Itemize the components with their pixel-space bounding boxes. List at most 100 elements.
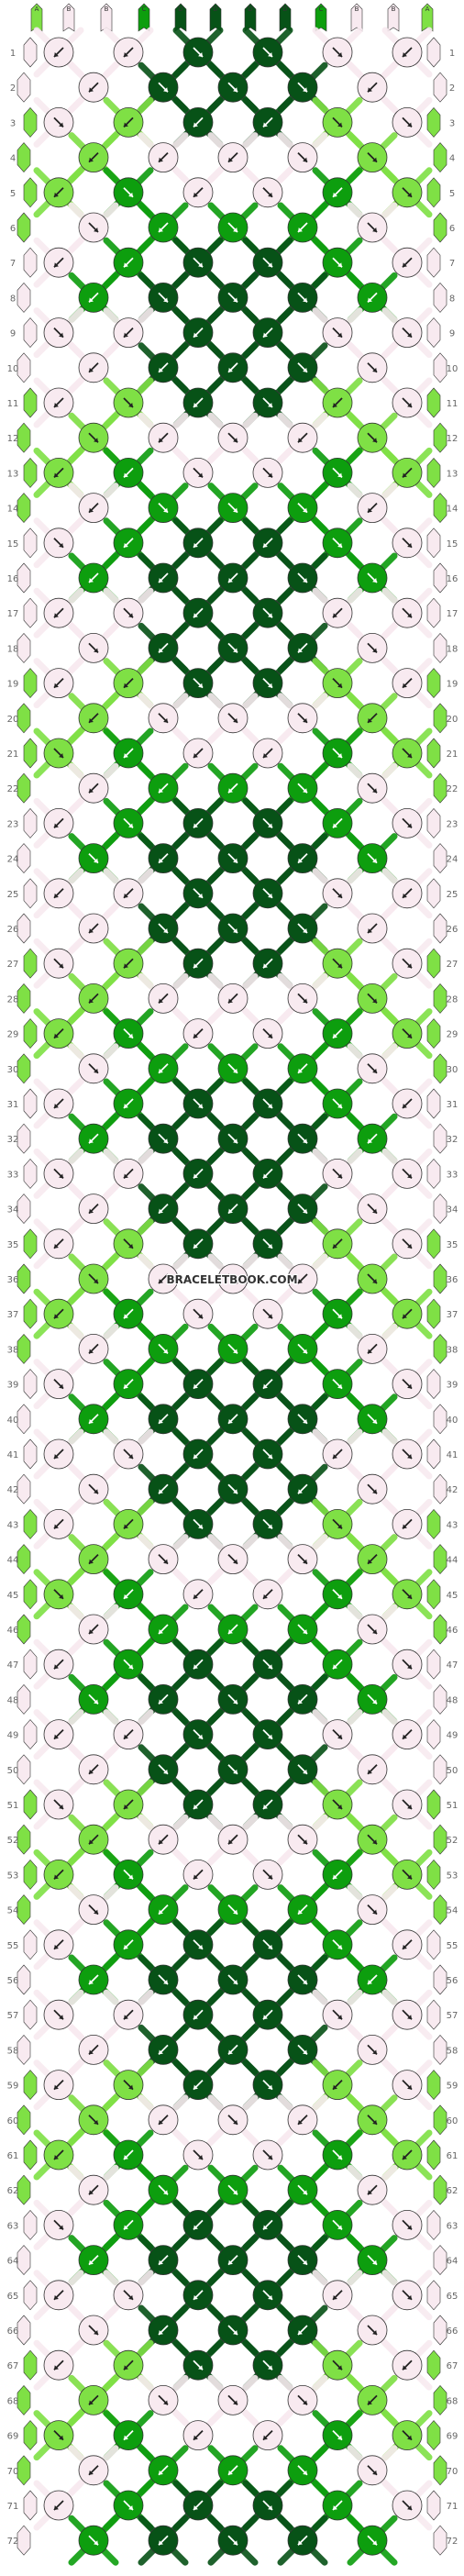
edge-thread-right <box>426 668 441 699</box>
edge-thread-left <box>23 1158 38 1189</box>
row-number-left: 71 <box>7 2502 19 2512</box>
edge-thread-right <box>433 632 447 663</box>
row-number-right: 5 <box>449 189 455 199</box>
row-number-left: 23 <box>7 819 19 829</box>
edge-thread-left <box>17 1263 31 1294</box>
edge-thread-left <box>17 282 31 313</box>
edge-thread-left <box>17 2034 31 2065</box>
edge-thread-left <box>17 1123 31 1154</box>
row-number-right: 27 <box>447 960 458 970</box>
edge-thread-right <box>426 2139 441 2171</box>
row-number-right: 3 <box>449 118 455 128</box>
row-number-left: 47 <box>7 1660 19 1671</box>
row-number-left: 35 <box>7 1240 19 1250</box>
row-number-right: 49 <box>447 1731 458 1741</box>
row-number-right: 39 <box>447 1381 458 1391</box>
string-letter-5: D <box>178 6 182 13</box>
edge-thread-right <box>426 527 441 559</box>
edge-thread-right <box>426 106 441 138</box>
edge-thread-left <box>17 772 31 804</box>
row-number-left: 54 <box>7 1906 19 1916</box>
row-number-left: 7 <box>10 259 16 269</box>
string-letter-1: A <box>35 6 39 13</box>
row-number-right: 59 <box>447 2082 458 2092</box>
edge-thread-left <box>23 1929 38 1960</box>
row-number-left: 46 <box>7 1626 19 1636</box>
knot <box>381 167 433 218</box>
edge-thread-right <box>426 177 441 208</box>
edge-thread-left <box>23 37 38 68</box>
edge-thread-right <box>426 387 441 418</box>
row-number-right: 17 <box>447 609 458 619</box>
edge-thread-right <box>433 72 447 103</box>
edge-thread-right <box>426 247 441 278</box>
knot <box>33 237 84 288</box>
row-number-right: 71 <box>447 2502 458 2512</box>
edge-thread-right <box>433 2455 447 2486</box>
edge-thread-left <box>23 527 38 559</box>
row-number-left: 36 <box>7 1275 19 1285</box>
string-start-7 <box>244 3 257 32</box>
row-number-left: 33 <box>7 1170 19 1180</box>
string-letter-4: C <box>142 6 147 13</box>
row-number-left: 8 <box>10 294 16 304</box>
row-number-left: 37 <box>7 1310 19 1320</box>
knot <box>172 1919 224 1971</box>
edge-thread-right <box>433 142 447 173</box>
row-number-left: 48 <box>7 1695 19 1705</box>
edge-thread-right <box>426 807 441 838</box>
row-number-left: 22 <box>7 784 19 794</box>
row-number-right: 68 <box>447 2396 458 2406</box>
knot <box>103 1148 154 1199</box>
row-number-right: 20 <box>447 715 458 725</box>
knot <box>207 61 259 113</box>
row-number-right: 52 <box>447 1836 458 1846</box>
row-number-left: 28 <box>7 994 19 1005</box>
edge-thread-right <box>426 457 441 488</box>
row-number-left: 65 <box>7 2292 19 2302</box>
row-number-right: 45 <box>447 1591 458 1601</box>
row-number-left: 38 <box>7 1345 19 1355</box>
row-number-right: 56 <box>447 1976 458 1986</box>
knot <box>33 167 84 218</box>
edge-thread-left <box>17 212 31 243</box>
row-number-left: 19 <box>7 680 19 690</box>
string-letter-8: D <box>282 6 287 13</box>
knot <box>277 1043 328 1094</box>
row-number-left: 69 <box>7 2432 19 2442</box>
edge-thread-left <box>23 2349 38 2381</box>
row-number-right: 55 <box>447 1941 458 1951</box>
edge-thread-left <box>23 317 38 349</box>
row-number-left: 61 <box>7 2151 19 2161</box>
edge-thread-left <box>17 1404 31 1435</box>
row-number-right: 33 <box>447 1170 458 1180</box>
row-number-right: 21 <box>447 749 458 760</box>
knot <box>33 1148 84 1199</box>
string-start-12 <box>421 3 434 32</box>
string-letter-11: B <box>392 6 396 13</box>
edge-thread-left <box>23 2209 38 2240</box>
edge-thread-left <box>17 1824 31 1855</box>
edge-thread-left <box>17 703 31 734</box>
knot <box>172 2129 224 2181</box>
row-number-left: 34 <box>7 1205 19 1216</box>
row-number-right: 29 <box>447 1030 458 1040</box>
row-number-right: 26 <box>447 925 458 935</box>
edge-thread-left <box>23 247 38 278</box>
knot <box>138 2515 189 2566</box>
row-number-right: 62 <box>447 2186 458 2196</box>
edge-thread-left <box>23 1298 38 1329</box>
edge-thread-right <box>426 1719 441 1750</box>
knot <box>33 1218 84 1270</box>
row-number-left: 10 <box>7 364 19 374</box>
edge-thread-right <box>433 1894 447 1926</box>
row-number-right: 13 <box>447 469 458 479</box>
edge-thread-right <box>426 2280 441 2311</box>
string-start-5 <box>174 3 187 32</box>
edge-thread-left <box>23 457 38 488</box>
string-letter-12: A <box>425 6 430 13</box>
edge-thread-right <box>426 878 441 909</box>
row-number-left: 60 <box>7 2116 19 2126</box>
row-number-right: 6 <box>449 224 455 234</box>
